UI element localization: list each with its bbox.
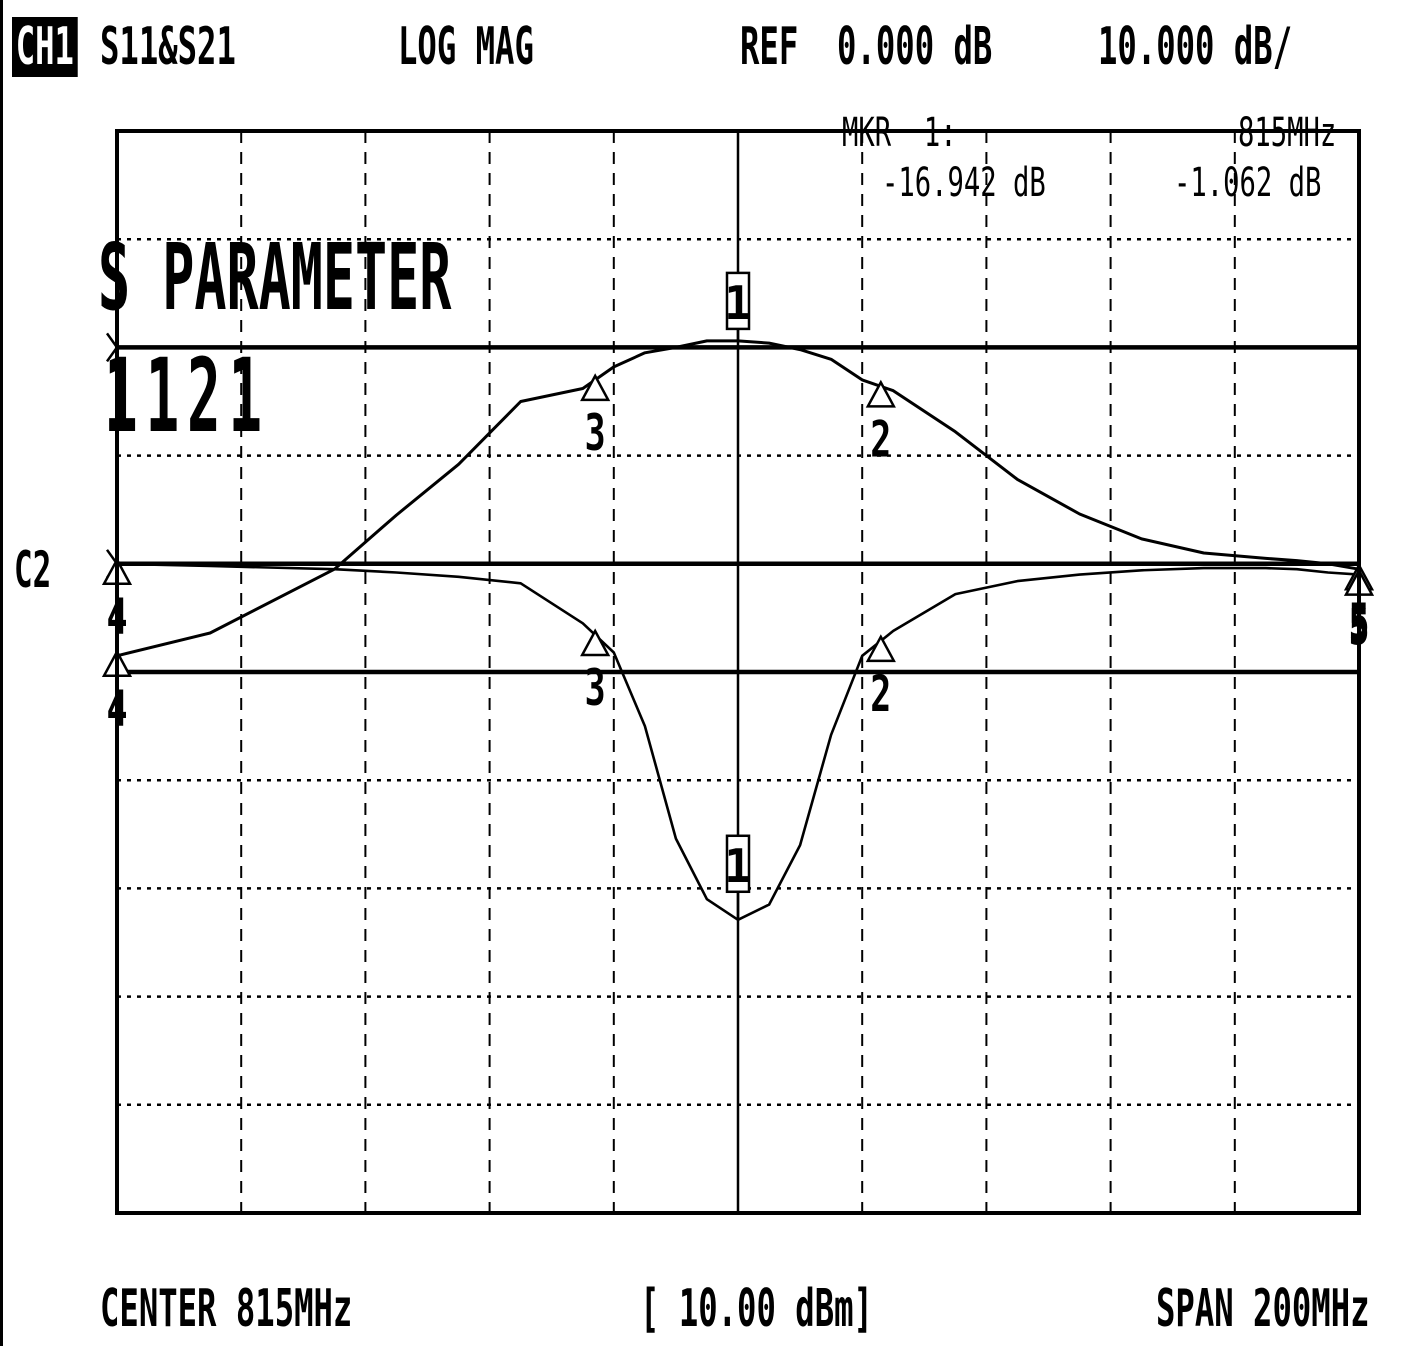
marker-label: 1 [724,276,752,330]
trace-1 [116,339,1360,658]
annotation-title: S PARAMETER [98,224,452,331]
trace-2 [116,562,1360,922]
marker-triangle [865,379,896,408]
traces [116,339,1360,922]
reference-lines [105,332,1359,675]
marker-label: 3 [585,660,606,718]
reference-label: REF 0.000 dB [740,17,993,77]
marker-triangle [580,628,611,657]
plot-frame [115,129,1361,1215]
marker-2: 2 [865,379,896,469]
source-power-label: [ 10.00 dBm] [640,1279,873,1339]
marker-readout-value-b: -1.062 dB [1174,160,1322,206]
channel-indicator: CH1 [12,17,78,77]
marker-readout-value-a: -16.942 dB [882,160,1046,206]
center-frequency-label: CENTER 815MHz [100,1279,353,1339]
annotation-subtitle: 1121 [104,337,270,456]
parameter-label: S11&S21 [100,17,236,77]
channel2-label: C2 [14,541,52,599]
marker-triangle [580,373,611,402]
screen-left-border [0,0,3,1346]
marker-label: 1 [724,839,752,893]
marker-label: 2 [870,411,891,469]
marker-2: 2 [865,634,896,724]
marker-triangle [865,634,896,663]
span-label: SPAN 200MHz [1156,1279,1370,1339]
marker-label: 2 [870,666,891,724]
marker-3: 3 [580,628,611,718]
scale-label: 10.000 dB/ [1098,17,1293,77]
marker-1: 1 [724,834,752,920]
marker-3: 3 [580,373,611,463]
format-label: LOG MAG [398,17,534,77]
channel-badge: CH1 [12,14,78,80]
marker-1: 1 [724,271,752,341]
marker-label: 3 [585,405,606,463]
